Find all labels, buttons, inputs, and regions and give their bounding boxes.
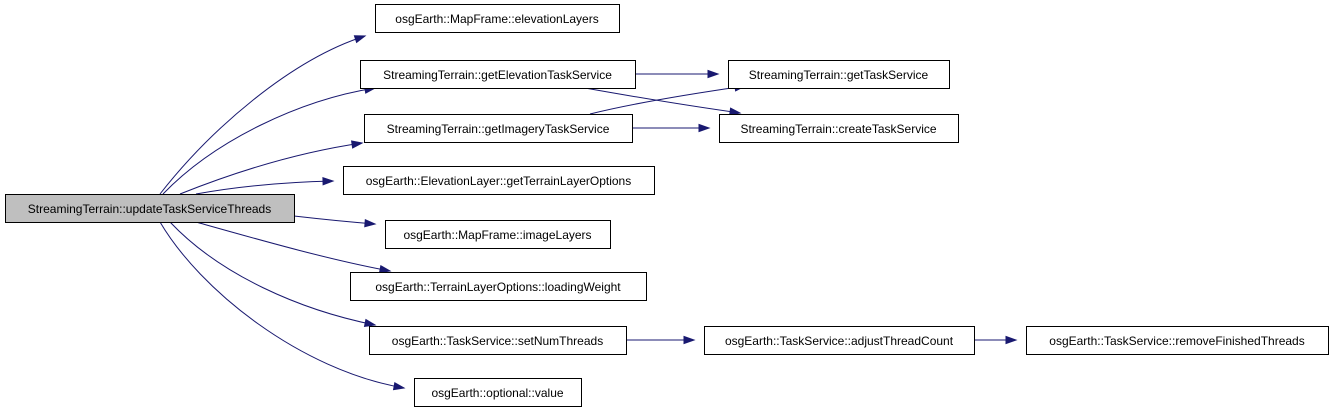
node-box	[719, 114, 959, 143]
edge-getElevationTaskService-to-getTaskService	[635, 69, 720, 79]
node-getImageryTaskService[interactable]: StreamingTerrain::getImageryTaskService	[364, 114, 633, 143]
edge-updateTaskServiceThreads-to-value	[159, 221, 406, 391]
node-imageLayers[interactable]: osgEarth::MapFrame::imageLayers	[385, 220, 611, 249]
edge-line	[293, 215, 376, 225]
edge-arrowhead	[350, 140, 364, 149]
node-getTaskService[interactable]: StreamingTerrain::getTaskService	[728, 60, 950, 89]
edge-line	[584, 87, 741, 114]
edge-updateTaskServiceThreads-to-loadingWeight	[195, 221, 392, 274]
node-box	[414, 378, 582, 407]
node-box	[385, 220, 611, 249]
edge-updateTaskServiceThreads-to-elevationLayers	[159, 35, 367, 195]
edge-updateTaskServiceThreads-to-getTerrainLayerOptions	[195, 177, 335, 195]
node-label: osgEarth::TaskService::removeFinishedThr…	[1049, 334, 1304, 348]
node-loadingWeight[interactable]: osgEarth::TerrainLayerOptions::loadingWe…	[350, 272, 647, 301]
node-box	[350, 272, 647, 301]
node-label: osgEarth::TaskService::adjustThreadCount	[725, 334, 954, 348]
edge-arrowhead	[707, 69, 720, 79]
node-value[interactable]: osgEarth::optional::value	[414, 378, 582, 407]
node-label: osgEarth::optional::value	[431, 386, 563, 400]
node-label: StreamingTerrain::getElevationTaskServic…	[383, 68, 612, 82]
edge-updateTaskServiceThreads-to-setNumThreads	[169, 221, 377, 328]
edge-line	[159, 35, 366, 195]
edge-updateTaskServiceThreads-to-imageLayers	[293, 215, 377, 228]
edge-arrowhead	[1005, 335, 1018, 345]
node-createTaskService[interactable]: StreamingTerrain::createTaskService	[719, 114, 959, 143]
edge-arrowhead	[698, 123, 711, 133]
edge-getElevationTaskService-to-createTaskService	[584, 87, 742, 116]
node-box	[728, 60, 950, 89]
edge-setNumThreads-to-adjustThreadCount	[626, 335, 696, 345]
edge-updateTaskServiceThreads-to-getImageryTaskService	[179, 140, 364, 195]
edge-getImageryTaskService-to-createTaskService	[631, 123, 711, 133]
edge-line	[589, 85, 746, 115]
node-box	[375, 4, 620, 33]
node-label: StreamingTerrain::updateTaskServiceThrea…	[28, 202, 271, 216]
edge-adjustThreadCount-to-removeFinishedThreads	[974, 335, 1018, 345]
node-label: osgEarth::ElevationLayer::getTerrainLaye…	[366, 174, 631, 188]
edge-line	[195, 180, 334, 195]
edge-line	[159, 221, 405, 389]
edge-arrowhead	[683, 335, 696, 345]
node-box	[5, 194, 295, 223]
edge-line	[162, 87, 376, 195]
edge-line	[169, 221, 376, 326]
node-getTerrainLayerOptions[interactable]: osgEarth::ElevationLayer::getTerrainLaye…	[343, 166, 655, 195]
node-box	[704, 326, 975, 355]
node-box	[1026, 326, 1329, 355]
node-label: osgEarth::MapFrame::imageLayers	[403, 228, 591, 242]
edge-line	[195, 221, 391, 272]
edge-arrowhead	[363, 318, 377, 328]
node-setNumThreads[interactable]: osgEarth::TaskService::setNumThreads	[369, 326, 627, 355]
node-removeFinishedThreads[interactable]: osgEarth::TaskService::removeFinishedThr…	[1026, 326, 1329, 355]
node-getElevationTaskService[interactable]: StreamingTerrain::getElevationTaskServic…	[360, 60, 636, 89]
edge-arrowhead	[353, 35, 367, 44]
edge-arrowhead	[392, 382, 406, 391]
call-graph-nodes: StreamingTerrain::updateTaskServiceThrea…	[5, 4, 1329, 407]
node-label: osgEarth::TaskService::setNumThreads	[392, 334, 603, 348]
edge-arrowhead	[378, 264, 392, 274]
node-elevationLayers[interactable]: osgEarth::MapFrame::elevationLayers	[375, 4, 620, 33]
node-box	[360, 60, 636, 89]
node-box	[369, 326, 627, 355]
node-updateTaskServiceThreads[interactable]: StreamingTerrain::updateTaskServiceThrea…	[5, 194, 295, 223]
node-adjustThreadCount[interactable]: osgEarth::TaskService::adjustThreadCount	[704, 326, 975, 355]
edge-arrowhead	[364, 218, 377, 228]
edge-arrowhead	[322, 177, 335, 186]
node-label: StreamingTerrain::createTaskService	[740, 122, 936, 136]
node-label: osgEarth::TerrainLayerOptions::loadingWe…	[375, 280, 621, 294]
node-box	[364, 114, 633, 143]
node-label: StreamingTerrain::getImageryTaskService	[387, 122, 610, 136]
node-label: osgEarth::MapFrame::elevationLayers	[395, 12, 598, 26]
node-label: StreamingTerrain::getTaskService	[749, 68, 929, 82]
node-box	[343, 166, 655, 195]
edge-line	[179, 142, 363, 195]
